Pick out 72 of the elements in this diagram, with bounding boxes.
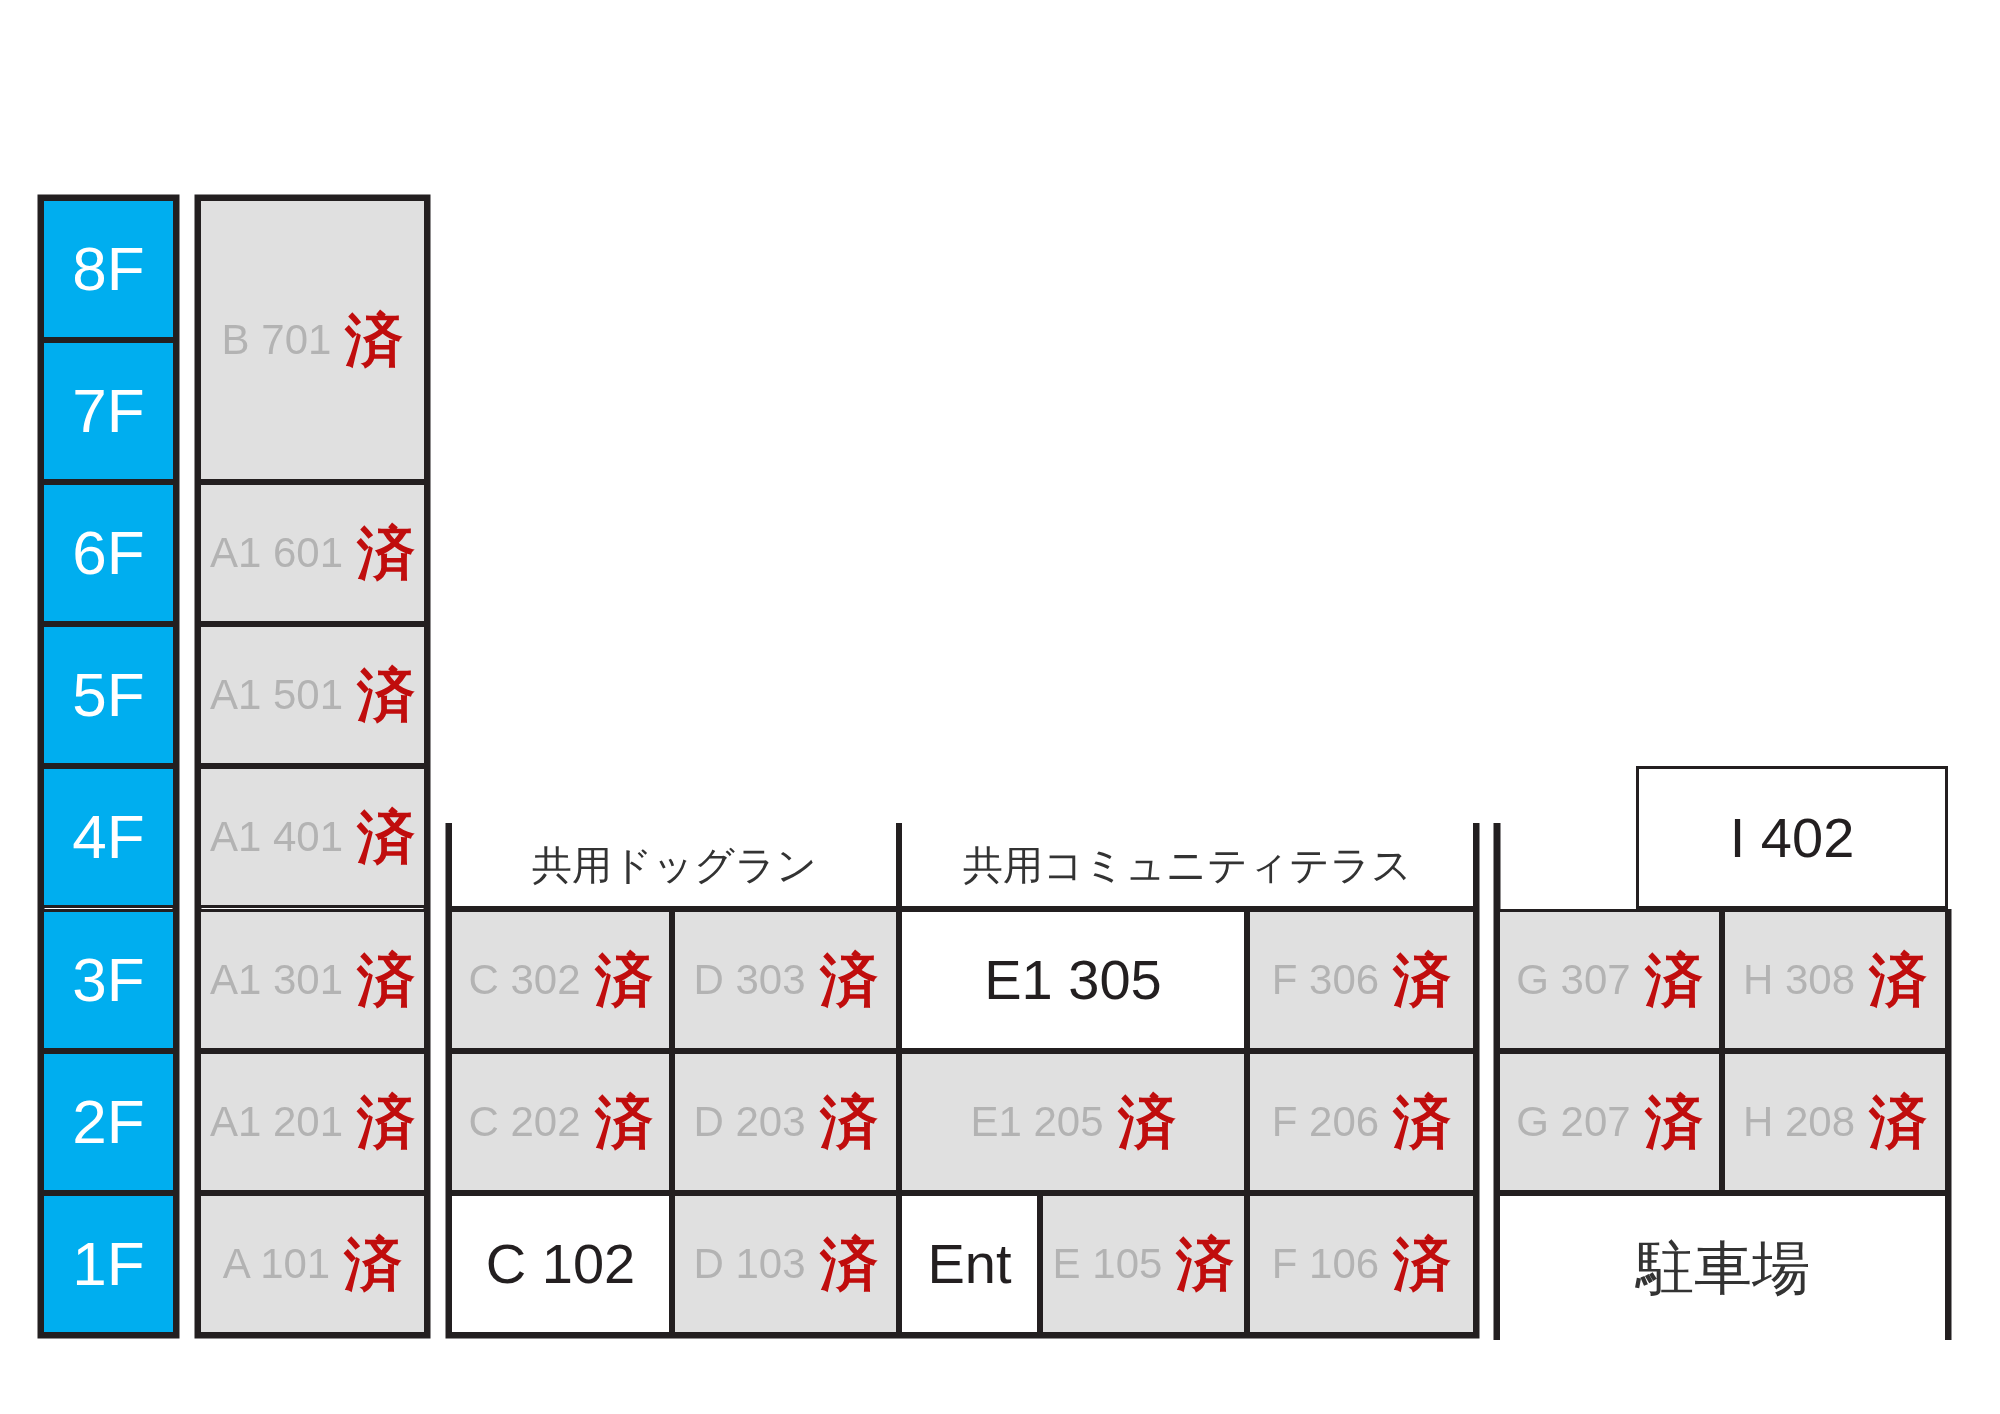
room-cell <box>1040 1193 1247 1335</box>
floor-tile <box>41 1051 176 1193</box>
area-label: 駐車場 <box>1635 1239 1810 1297</box>
sold-label: 済 <box>1393 1235 1452 1293</box>
room-cell <box>198 624 427 766</box>
sold-label: 済 <box>1393 1093 1452 1151</box>
sold-label: 済 <box>1869 951 1928 1009</box>
shared-area <box>899 823 1476 909</box>
sold-label: 済 <box>1869 1093 1928 1151</box>
room-cell <box>449 1051 672 1193</box>
sold-label: 済 <box>819 1093 878 1151</box>
floor-tile <box>41 624 176 766</box>
room-cell <box>899 909 1247 1051</box>
floor-tile <box>41 482 176 624</box>
room-cell <box>198 1193 427 1335</box>
room-cell <box>1497 909 1722 1051</box>
floor-label: 7F <box>72 380 145 442</box>
room-cell <box>449 1193 672 1335</box>
floor-tile <box>41 909 176 1051</box>
room-number: C 102 <box>485 1236 636 1292</box>
sold-label: 済 <box>357 524 416 582</box>
sold-label: 済 <box>357 951 416 1009</box>
room-cell <box>1722 909 1948 1051</box>
room-cell <box>198 1051 427 1193</box>
room-cell <box>1497 1051 1722 1193</box>
sold-label: 済 <box>1644 951 1703 1009</box>
entrance-label: Ent <box>927 1236 1012 1292</box>
room-cell <box>1722 1051 1948 1193</box>
room-number: I 402 <box>1729 809 1855 866</box>
room-cell <box>899 1051 1247 1193</box>
room-cell <box>198 909 427 1051</box>
floor-label: 8F <box>72 238 145 300</box>
sold-label: 済 <box>1117 1093 1176 1151</box>
sold-label: 済 <box>819 1235 878 1293</box>
sold-label: 済 <box>357 808 416 866</box>
floor-label: 6F <box>72 522 145 584</box>
sold-label: 済 <box>344 1235 403 1293</box>
sold-label: 済 <box>345 311 404 369</box>
sold-label: 済 <box>819 951 878 1009</box>
floor-label: 1F <box>72 1233 145 1295</box>
entrance-cell <box>899 1193 1040 1335</box>
sold-label: 済 <box>594 1093 653 1151</box>
parking-area <box>1497 1193 1948 1340</box>
sold-label: 済 <box>357 1093 416 1151</box>
floor-tile <box>41 1193 176 1335</box>
sold-label: 済 <box>357 666 416 724</box>
room-cell <box>672 909 899 1051</box>
room-cell <box>1247 909 1476 1051</box>
sold-label: 済 <box>1176 1235 1235 1293</box>
area-label: 共用ドッグラン <box>531 844 817 885</box>
floor-tile <box>41 340 176 482</box>
sold-label: 済 <box>1644 1093 1703 1151</box>
sold-label: 済 <box>1393 951 1452 1009</box>
floor-label: 2F <box>72 1091 145 1153</box>
floor-label: 4F <box>72 806 145 868</box>
room-cell <box>1247 1193 1476 1335</box>
room-cell <box>449 909 672 1051</box>
shared-area <box>449 823 899 909</box>
floor-tile <box>41 198 176 340</box>
sold-label: 済 <box>594 951 653 1009</box>
room-cell <box>1247 1051 1476 1193</box>
room-cell <box>672 1193 899 1335</box>
room-cell <box>672 1051 899 1193</box>
area-label: 共用コミュニティテラス <box>963 844 1412 885</box>
room-cell <box>198 482 427 624</box>
room-number: E1 305 <box>984 952 1162 1008</box>
room-cell <box>1636 766 1948 909</box>
floor-label: 5F <box>72 664 145 726</box>
floor-label: 3F <box>72 949 145 1011</box>
floor-tile <box>41 766 176 908</box>
room-cell <box>198 198 427 482</box>
room-cell <box>198 766 427 908</box>
